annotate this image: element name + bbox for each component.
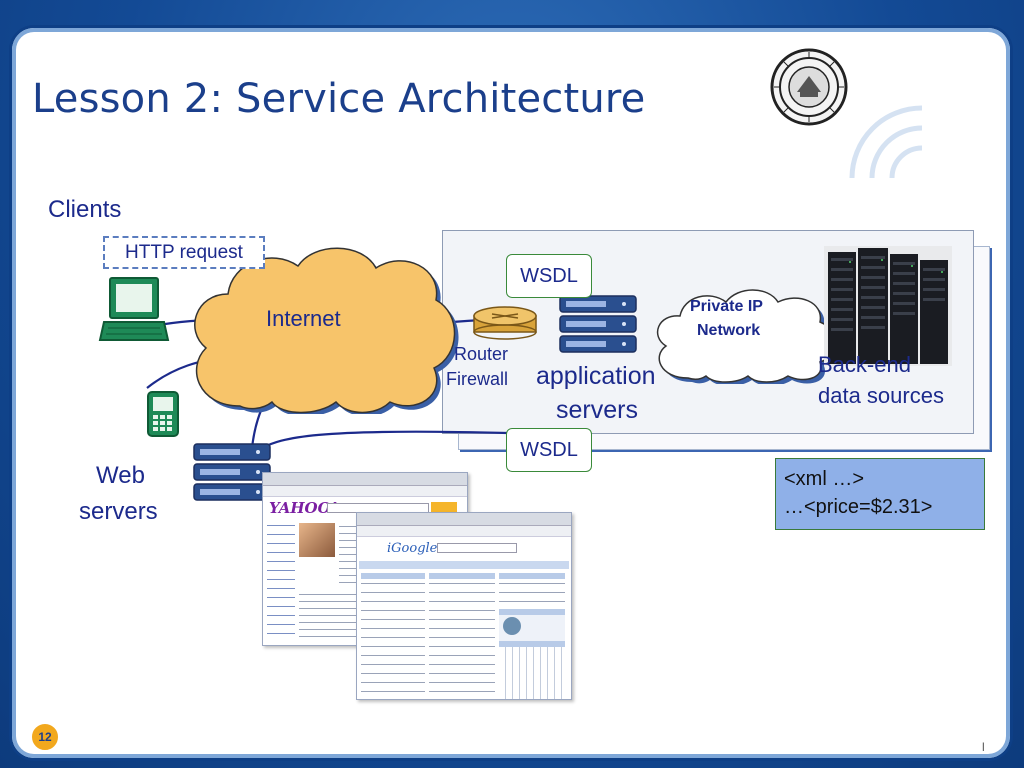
backend-label-line1: Back-end xyxy=(818,352,911,377)
page-number-badge: 12 xyxy=(30,722,60,752)
corner-mark: l xyxy=(982,740,985,754)
backend-label-line2: data sources xyxy=(818,383,944,408)
phone-icon xyxy=(147,391,179,437)
university-seal-icon xyxy=(770,48,848,126)
firewall-label: Firewall xyxy=(446,369,509,389)
slide-title: Lesson 2: Service Architecture xyxy=(32,76,646,122)
yahoo-logo: YAHOO! xyxy=(269,499,338,517)
wsdl-box-top: WSDL xyxy=(506,254,592,298)
private-ip-label-line1: Private IP xyxy=(690,298,763,315)
igoogle-logo: iGoogle xyxy=(387,541,438,556)
xml-line-2: …<price=$2.31> xyxy=(784,496,933,518)
web-servers-label-line2: servers xyxy=(79,498,158,525)
private-ip-label-line2: Network xyxy=(697,322,761,339)
xml-line-1: <xml …> xyxy=(784,468,865,490)
slide-canvas: Lesson 2: Service Architecture Client xyxy=(12,28,1010,758)
signal-arcs-decoration xyxy=(849,105,923,179)
web-servers-icon xyxy=(193,443,271,501)
application-servers-label-line2: servers xyxy=(556,396,638,424)
http-request-label: HTTP request xyxy=(103,236,265,269)
wsdl-box-bottom: WSDL xyxy=(506,428,592,472)
clients-label: Clients xyxy=(48,196,122,223)
igoogle-page-thumbnail: iGoogle xyxy=(356,512,572,700)
router-label: Router xyxy=(454,344,509,364)
xml-response-box: <xml …> …<price=$2.31> xyxy=(775,458,985,530)
application-servers-icon xyxy=(559,295,637,353)
internet-label: Internet xyxy=(266,306,341,331)
web-servers-label-line1: Web xyxy=(96,462,145,489)
application-servers-label-line1: application xyxy=(536,362,656,390)
router-icon xyxy=(473,306,537,340)
private-ip-cloud-icon xyxy=(656,289,839,384)
internet-cloud-icon xyxy=(194,247,459,414)
laptop-icon xyxy=(98,277,170,341)
server-rack-image xyxy=(824,246,952,366)
